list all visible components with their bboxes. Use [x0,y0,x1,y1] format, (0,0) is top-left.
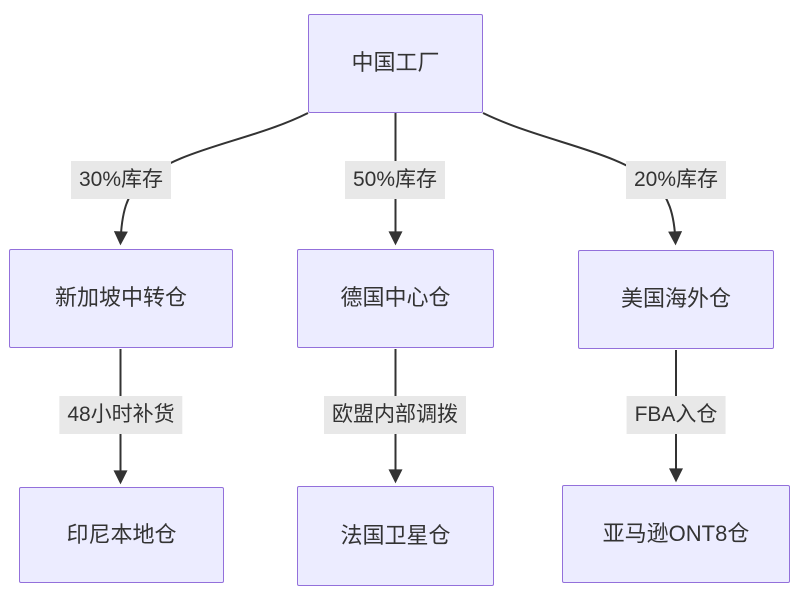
edge-label-50-percent-inventory: 50%库存 [344,161,446,200]
node-singapore-transit-warehouse: 新加坡中转仓 [9,249,233,348]
node-germany-central-warehouse: 德国中心仓 [297,249,494,348]
node-amazon-ont8-warehouse: 亚马逊ONT8仓 [562,485,790,583]
edge-label-30-percent-inventory: 30%库存 [70,161,172,200]
edge-label-eu-internal-transfer: 欧盟内部调拨 [324,396,466,435]
edge-label-20-percent-inventory: 20%库存 [625,161,727,200]
node-indonesia-local-warehouse: 印尼本地仓 [19,487,224,583]
node-china-factory: 中国工厂 [308,14,483,113]
edge-label-fba-inbound: FBA入仓 [626,396,726,435]
node-us-overseas-warehouse: 美国海外仓 [578,250,774,349]
edge-label-48h-replenishment: 48小时补货 [59,396,183,435]
node-france-satellite-warehouse: 法国卫星仓 [297,486,494,586]
